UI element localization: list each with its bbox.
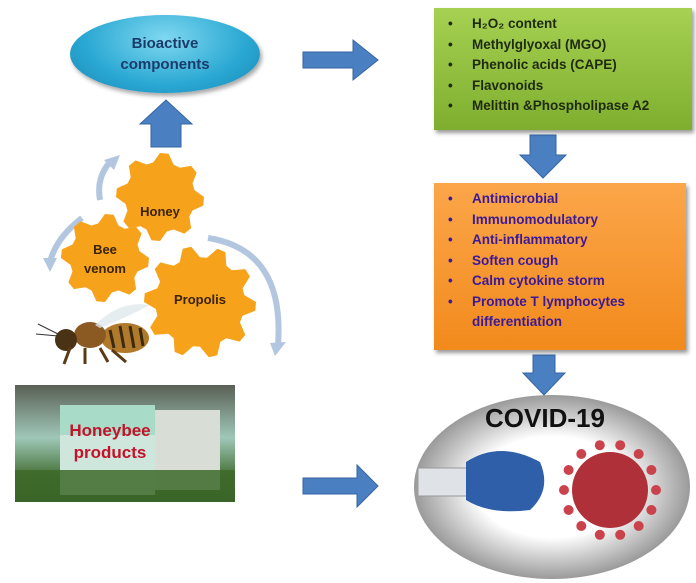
virus-spike (633, 521, 644, 531)
component-item: Phenolic acids (CAPE) (442, 55, 684, 76)
bioactive-line2: components (120, 56, 210, 73)
covid-punch-image (414, 395, 690, 579)
bee-venom-line2: venom (84, 261, 126, 276)
virus-spike (576, 449, 587, 459)
bioactive-components-node: Bioactive components (70, 15, 260, 93)
gear-label-bee-venom: Bee venom (75, 240, 135, 278)
component-item: Flavonoids (442, 76, 684, 97)
virus-spike (615, 440, 626, 451)
effect-item: Soften cough (442, 251, 678, 272)
virus-spike (563, 505, 574, 515)
arrow-up (138, 99, 194, 148)
arrow-right-top (302, 38, 379, 82)
beehive-photo (15, 385, 235, 502)
effects-box: Antimicrobial Immunomodulatory Anti-infl… (434, 183, 686, 350)
effect-item: Immunomodulatory (442, 210, 678, 231)
virus-spike (646, 505, 657, 515)
virus-spike (594, 529, 605, 540)
virus-spike (559, 485, 569, 495)
covid-title: COVID-19 (485, 403, 605, 433)
virus-spike (563, 465, 574, 475)
arrow-down-1 (518, 134, 568, 179)
component-item: H₂O₂ content (442, 14, 684, 35)
component-item: Melittin &Phospholipase A2 (442, 96, 684, 117)
gears (61, 153, 256, 358)
effect-item: Calm cytokine storm (442, 271, 678, 292)
bioactive-line1: Bioactive (131, 35, 199, 52)
hive-line1: Honeybee (69, 421, 151, 440)
arrow-down-2 (521, 354, 567, 396)
gear-propolis (144, 246, 256, 358)
virus-spike (615, 529, 626, 540)
component-item: Methylglyoxal (MGO) (442, 35, 684, 56)
gear-honey (116, 153, 204, 241)
effect-item: Anti-inflammatory (442, 230, 678, 251)
gear-label-honey: Honey (140, 204, 180, 219)
arrow-right-bottom (302, 463, 379, 509)
virus-spike (633, 449, 644, 459)
virus-spike (576, 521, 587, 531)
components-box: H₂O₂ content Methylglyoxal (MGO) Phenoli… (434, 8, 692, 130)
gear-label-propolis: Propolis (173, 292, 226, 307)
bee-venom-line1: Bee (93, 242, 117, 257)
cycle-arrowheads (43, 155, 286, 356)
virus-spike (594, 440, 605, 451)
honeybee-products-label: Honeybee products (60, 420, 160, 464)
effect-item: Antimicrobial (442, 189, 678, 210)
bee-image (35, 304, 150, 365)
gear-bee-venom (61, 214, 149, 302)
effect-item: Promote T lymphocytes differentiation (442, 292, 678, 333)
hive-line2: products (73, 443, 147, 462)
virus-spike (646, 465, 657, 475)
virus-spike (651, 485, 661, 495)
